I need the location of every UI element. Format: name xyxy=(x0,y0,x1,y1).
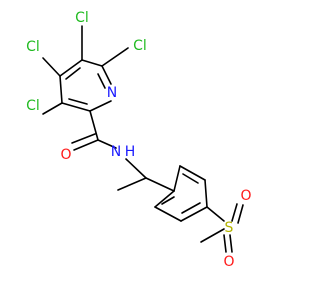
bond xyxy=(117,177,147,191)
atom-cl: Cl xyxy=(26,98,40,114)
bond xyxy=(89,100,112,112)
bond xyxy=(101,65,112,85)
bond xyxy=(101,47,129,67)
bond xyxy=(59,59,83,77)
bond xyxy=(223,234,227,253)
bond xyxy=(59,75,63,104)
bond xyxy=(68,98,88,105)
bond xyxy=(97,73,106,89)
bond xyxy=(97,139,117,149)
atom-cl: Cl xyxy=(133,38,147,54)
molecule-structure: Cl Cl Cl Cl N O N H S O O xyxy=(26,10,251,270)
bond xyxy=(65,67,81,80)
atom-n: N xyxy=(111,144,121,160)
bond xyxy=(200,228,225,243)
bond xyxy=(179,165,206,181)
bond xyxy=(81,59,103,67)
bond xyxy=(237,204,244,224)
atom-h: H xyxy=(125,144,136,160)
bond xyxy=(145,177,175,192)
bond xyxy=(206,206,225,222)
bond xyxy=(173,165,181,192)
bond xyxy=(154,206,182,222)
bond xyxy=(180,206,208,222)
atom-cl: Cl xyxy=(75,10,89,26)
atom-n: N xyxy=(107,85,117,101)
benzene-ring xyxy=(154,165,208,222)
bond xyxy=(229,234,233,253)
atom-s: S xyxy=(225,220,234,236)
bond xyxy=(231,203,238,222)
pyridine-ring xyxy=(59,59,112,112)
bond xyxy=(42,57,61,77)
bond xyxy=(61,102,91,112)
atom-cl: Cl xyxy=(26,39,40,55)
bond xyxy=(125,158,147,179)
bond xyxy=(204,179,208,208)
atom-o: O xyxy=(240,188,251,204)
bond xyxy=(181,202,201,214)
bond xyxy=(182,173,199,184)
bond xyxy=(73,139,99,151)
bond xyxy=(89,110,99,141)
bond xyxy=(161,196,175,205)
bond xyxy=(154,190,175,208)
bond xyxy=(71,133,96,144)
atom-o: O xyxy=(223,254,234,270)
atom-o: O xyxy=(60,147,71,163)
bond xyxy=(42,102,63,115)
